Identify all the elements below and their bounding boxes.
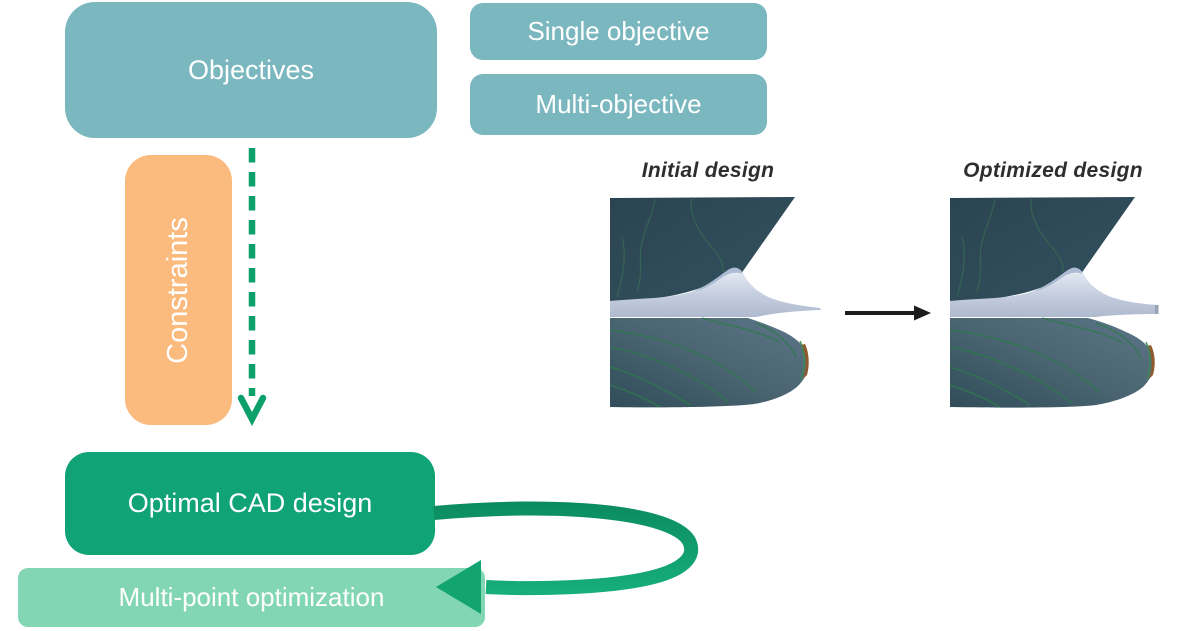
constraints-label: Constraints <box>162 216 195 364</box>
initial-design-hull-image <box>610 196 821 408</box>
initial-design-caption: Initial design <box>641 159 775 182</box>
multi-objective-label: Multi-objective <box>535 89 702 119</box>
multi-point-optimization-label: Multi-point optimization <box>118 582 385 612</box>
optimized-design-caption: Optimized design <box>963 159 1143 182</box>
constraints-box: Constraints <box>125 155 232 425</box>
optimal-cad-design-box: Optimal CAD design <box>65 452 435 555</box>
objectives-label: Objectives <box>187 54 315 85</box>
right-arrow <box>845 305 931 321</box>
dashed-down-arrow <box>237 148 267 427</box>
optimal-cad-design-label: Optimal CAD design <box>127 488 373 518</box>
multi-objective-box: Multi-objective <box>470 74 767 135</box>
single-objective-label: Single objective <box>527 16 710 46</box>
objectives-box: Objectives <box>65 2 437 138</box>
optimized-design-hull-image <box>950 196 1159 408</box>
multi-point-optimization-box: Multi-point optimization <box>18 568 485 627</box>
single-objective-box: Single objective <box>470 3 767 60</box>
